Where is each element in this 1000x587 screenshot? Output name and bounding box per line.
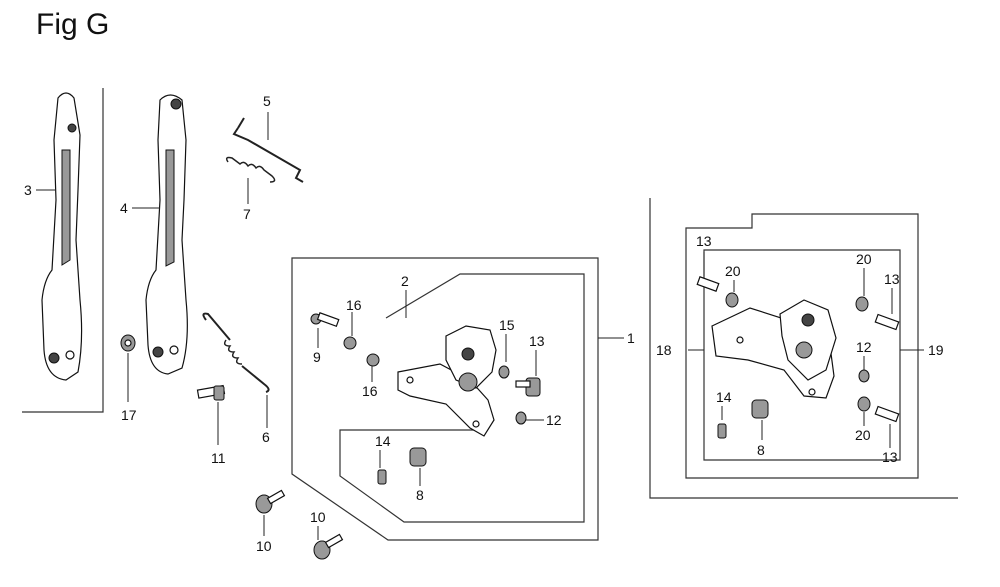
callout-13-right-lower: 13 xyxy=(882,449,898,465)
part-2-bracket-assembly[interactable] xyxy=(397,325,497,437)
callout-8-center: 8 xyxy=(416,487,424,503)
part-3-lever[interactable] xyxy=(41,92,83,381)
callout-15: 15 xyxy=(499,317,515,333)
group-part-1-frame xyxy=(291,257,599,541)
callout-3: 3 xyxy=(24,182,32,198)
callout-5: 5 xyxy=(263,93,271,109)
part-17-nut[interactable] xyxy=(120,334,136,352)
callout-14-center: 14 xyxy=(375,433,391,449)
callout-13-right-upper-right: 13 xyxy=(884,271,900,287)
part-15-washer[interactable] xyxy=(498,365,510,379)
part-14-screw-right[interactable] xyxy=(717,423,727,439)
callout-16-lower: 16 xyxy=(362,383,378,399)
callout-20-lower-right: 20 xyxy=(855,427,871,443)
callout-10-lower: 10 xyxy=(310,509,326,525)
part-10-bolt-lower[interactable] xyxy=(313,533,344,560)
callout-13-right-upper-left: 13 xyxy=(696,233,712,249)
callout-19: 19 xyxy=(928,342,944,358)
callout-1: 1 xyxy=(627,330,635,346)
part-7-spring[interactable] xyxy=(225,156,276,183)
part-16-nut-lower[interactable] xyxy=(366,353,380,367)
part-13-bolt-right-lower[interactable] xyxy=(874,405,900,423)
part-13-bolt-right-upper-right[interactable] xyxy=(874,313,900,331)
part-9-bolt[interactable] xyxy=(310,312,340,328)
part-6-spring-rod[interactable] xyxy=(202,312,270,393)
part-19-bracket-assembly[interactable] xyxy=(711,299,837,399)
part-5-rod[interactable] xyxy=(232,117,304,183)
part-20-washer-upper-right[interactable] xyxy=(855,296,869,312)
callout-12-center: 12 xyxy=(546,412,562,428)
group-part-2-frame xyxy=(339,273,585,523)
part-16-nut-upper[interactable] xyxy=(343,336,357,350)
part-14-screw-center[interactable] xyxy=(377,469,387,485)
callout-8-right: 8 xyxy=(757,442,765,458)
callout-10-upper: 10 xyxy=(256,538,272,554)
part-13-bolt-right-upper-left[interactable] xyxy=(696,276,720,292)
callout-16-upper: 16 xyxy=(346,297,362,313)
callout-20-upper-right: 20 xyxy=(856,251,872,267)
part-8-pin-center[interactable] xyxy=(409,447,427,467)
callout-9: 9 xyxy=(313,349,321,365)
callout-14-right: 14 xyxy=(716,389,732,405)
part-13-bolt-center[interactable] xyxy=(515,377,541,397)
part-4-lever[interactable] xyxy=(145,94,188,375)
group-right-frame xyxy=(649,198,958,499)
callout-17: 17 xyxy=(121,407,137,423)
callout-18: 18 xyxy=(656,342,672,358)
callout-12-right: 12 xyxy=(856,339,872,355)
callout-2: 2 xyxy=(401,273,409,289)
part-12-nut-center[interactable] xyxy=(515,411,527,425)
part-10-bolt-upper[interactable] xyxy=(255,489,286,514)
callout-7: 7 xyxy=(243,206,251,222)
part-8-pin-right[interactable] xyxy=(751,399,769,419)
part-12-nut-right[interactable] xyxy=(858,369,870,383)
callout-20-upper-left: 20 xyxy=(725,263,741,279)
callout-13-center: 13 xyxy=(529,333,545,349)
callout-4: 4 xyxy=(120,200,128,216)
callout-6: 6 xyxy=(262,429,270,445)
group-part-3-frame xyxy=(22,88,104,413)
part-20-washer-lower-right[interactable] xyxy=(857,396,871,412)
part-20-washer-upper-left[interactable] xyxy=(725,292,739,308)
part-11-bolt[interactable] xyxy=(196,384,226,401)
callout-11: 11 xyxy=(211,450,226,466)
figure-title: Fig G xyxy=(36,8,110,41)
